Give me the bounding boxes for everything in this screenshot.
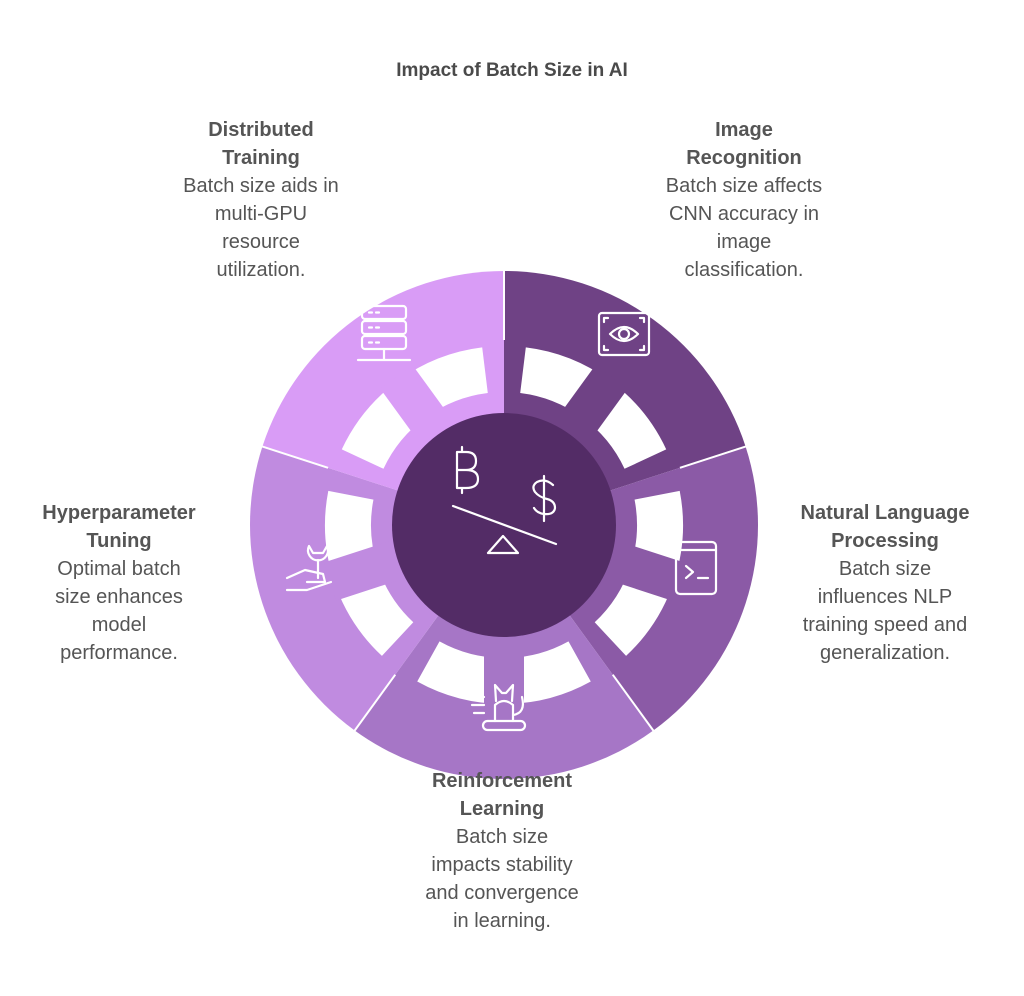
description-hyperparameter-tuning: Optimal batch size enhances model perfor… — [55, 558, 183, 664]
connector-natural-language-processing — [592, 536, 685, 601]
eye-scan-icon — [597, 311, 651, 357]
heading-reinforcement-learning: Reinforcement Learning — [431, 770, 573, 820]
connector-hyperparameter-tuning — [323, 536, 416, 601]
server-rack-icon — [356, 304, 412, 362]
cat-platform-icon — [470, 683, 527, 732]
heading-image-recognition: Image Recognition — [686, 119, 802, 169]
segment-reinforcement-learning — [354, 525, 654, 780]
connector-image-recognition — [546, 365, 628, 456]
segment-divider — [352, 674, 397, 733]
hand-wrench-icon — [285, 544, 333, 592]
description-natural-language-processing: Batch size influences NLP training speed… — [802, 558, 968, 664]
description-image-recognition: Batch size affects CNN accuracy in image… — [665, 175, 823, 281]
label-reinforcement-learning: Reinforcement Learning Batch size impact… — [392, 767, 612, 935]
segment-divider — [260, 444, 329, 469]
heading-natural-language-processing: Natural Language Processing — [800, 502, 970, 552]
connector-distributed-training — [380, 365, 462, 456]
heading-distributed-training: Distributed Training — [208, 119, 314, 169]
segment-divider — [611, 674, 656, 733]
terminal-book-icon — [674, 540, 718, 596]
page-title: Impact of Batch Size in AI — [396, 60, 628, 81]
label-image-recognition: Image Recognition Batch size affects CNN… — [624, 116, 864, 284]
label-hyperparameter-tuning: Hyperparameter Tuning Optimal batch size… — [14, 499, 224, 667]
label-distributed-training: Distributed Training Batch size aids in … — [146, 116, 376, 284]
segment-divider — [679, 444, 748, 469]
bitcoin-dollar-balance-icon — [451, 445, 558, 555]
description-reinforcement-learning: Batch size impacts stability and converg… — [425, 826, 579, 932]
heading-hyperparameter-tuning: Hyperparameter Tuning — [42, 502, 196, 552]
description-distributed-training: Batch size aids in multi-GPU resource ut… — [183, 175, 339, 281]
label-natural-language-processing: Natural Language Processing Batch size i… — [770, 499, 1000, 667]
